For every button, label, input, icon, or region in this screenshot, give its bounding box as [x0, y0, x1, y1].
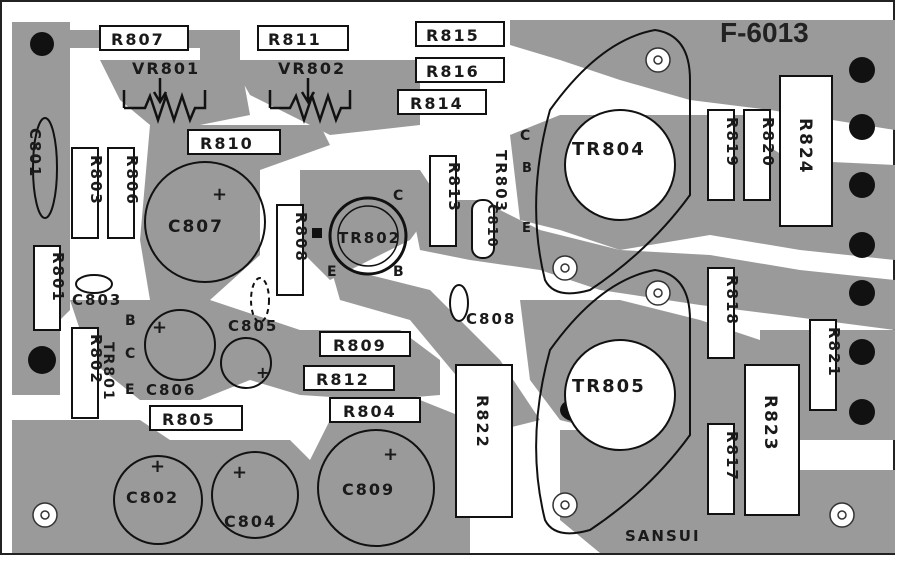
c807-plus-mark: + [212, 184, 229, 205]
labels: F-6013 SANSUI R807 R811 R815 R816 R814 R… [26, 17, 843, 545]
label-r812: R812 [316, 370, 370, 389]
label-c806: C806 [146, 381, 196, 399]
label-r824: R824 [795, 118, 815, 175]
label-r809: R809 [333, 336, 387, 355]
label-r813: R813 [445, 162, 463, 213]
label-r806: R806 [123, 155, 141, 206]
label-r820: R820 [759, 117, 777, 168]
label-c809: C809 [342, 480, 395, 499]
c806-plus-mark: + [152, 317, 169, 338]
label-c810: C810 [484, 204, 499, 249]
tr803-pin-c: C [520, 128, 532, 144]
small-cap-outlines [32, 117, 495, 323]
mounting-screws [32, 47, 855, 528]
c802-plus-mark: + [150, 456, 167, 477]
label-r803: R803 [87, 155, 105, 206]
potentiometer-symbols [122, 78, 352, 124]
label-vr802: VR802 [278, 59, 346, 78]
label-r822: R822 [473, 395, 492, 449]
resistor-bodies [33, 21, 837, 518]
brand-label: SANSUI [625, 527, 701, 545]
label-r816: R816 [426, 62, 480, 81]
label-r810: R810 [200, 134, 254, 153]
label-tr802: TR802 [338, 229, 401, 247]
tr802-pin-marker [312, 228, 322, 238]
label-r808: R808 [292, 212, 310, 263]
label-c807: C807 [168, 217, 224, 237]
label-r823: R823 [760, 395, 780, 452]
label-r817: R817 [723, 431, 741, 482]
label-r805: R805 [162, 410, 216, 429]
tr805-outline [535, 268, 691, 535]
tr802-pin-b: B [393, 264, 406, 280]
tr801-pin-c: C [125, 346, 137, 362]
tr803-pin-b: B [522, 161, 534, 176]
label-r802: R802 [87, 334, 105, 385]
c805-plus-mark: + [256, 363, 271, 382]
tr804-outline [535, 28, 691, 295]
label-c808: C808 [466, 310, 516, 328]
capacitor-outlines [113, 161, 435, 547]
tr801-pin-b: B [125, 313, 138, 329]
board-title: F-6013 [720, 17, 809, 48]
label-r801: R801 [49, 252, 67, 303]
label-r804: R804 [343, 402, 397, 421]
c804-plus-mark: + [232, 462, 249, 483]
label-c803: C803 [72, 291, 122, 309]
label-c804: C804 [224, 512, 277, 531]
tr801-pin-e: E [125, 382, 137, 398]
label-r811: R811 [268, 30, 322, 49]
label-tr803: TR803 [492, 150, 510, 213]
label-r815: R815 [426, 26, 480, 45]
label-r814: R814 [410, 94, 464, 113]
tr802-pin-e: E [327, 264, 339, 280]
label-r818: R818 [723, 275, 741, 326]
c809-plus-mark: + [383, 444, 400, 465]
label-c805: C805 [228, 317, 278, 335]
label-r819: R819 [723, 117, 741, 168]
label-r807: R807 [111, 30, 165, 49]
label-c801: C801 [26, 128, 44, 178]
label-c802: C802 [126, 488, 179, 507]
tr803-pin-e: E [522, 221, 533, 236]
label-tr805: TR805 [572, 376, 646, 397]
label-r821: R821 [825, 327, 843, 378]
tr802-pin-c: C [393, 188, 405, 204]
label-tr801: TR801 [100, 342, 116, 402]
label-tr804: TR804 [572, 139, 646, 160]
label-vr801: VR801 [132, 59, 200, 78]
